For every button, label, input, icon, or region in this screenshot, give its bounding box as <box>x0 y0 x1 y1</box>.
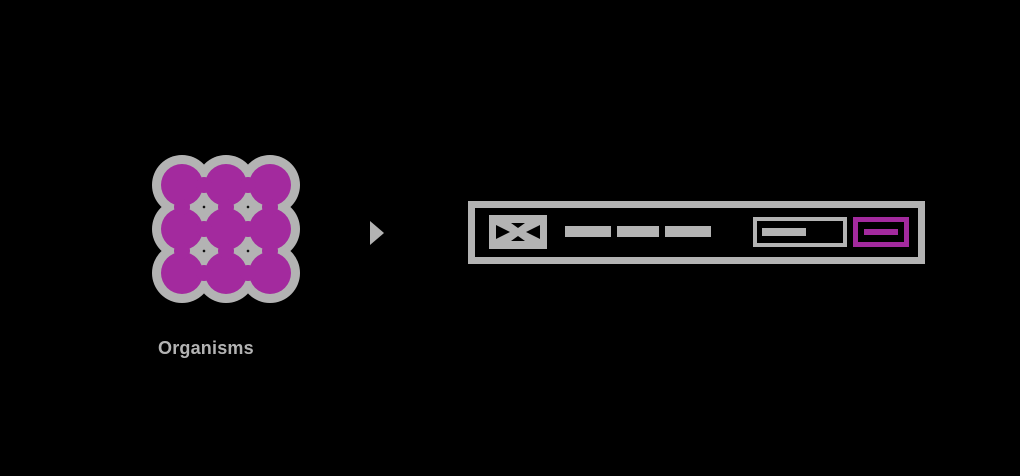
primary-cta-button[interactable] <box>853 217 909 247</box>
nav-link-placeholder-2[interactable] <box>617 226 659 237</box>
flow-arrow-right-icon <box>369 220 385 246</box>
cta-label-bar <box>864 229 898 235</box>
organisms-block: Organisms <box>152 155 302 370</box>
brand-logo-icon[interactable] <box>489 215 547 249</box>
nav-link-placeholder-1[interactable] <box>565 226 611 237</box>
search-placeholder-bar <box>762 228 806 236</box>
search-input[interactable] <box>753 217 847 247</box>
organisms-label: Organisms <box>158 338 254 358</box>
organisms-grid-icon <box>152 155 300 303</box>
nav-link-placeholder-3[interactable] <box>665 226 711 237</box>
navbar-mockup <box>468 201 925 264</box>
navbar-inner <box>475 208 918 257</box>
